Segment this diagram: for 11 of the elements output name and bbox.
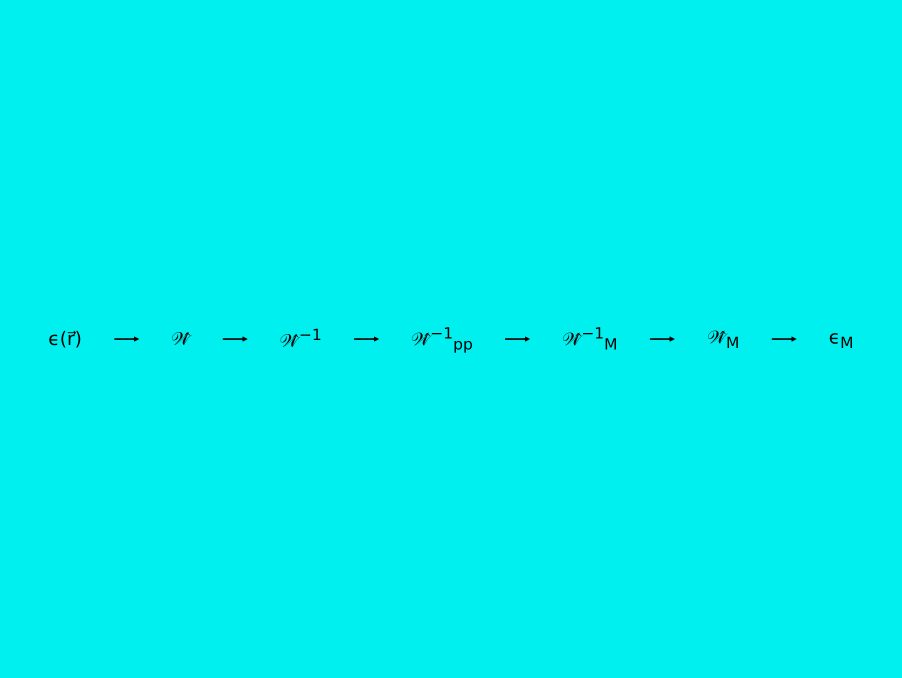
arrow bbox=[650, 336, 675, 342]
node-text: 𝒲̂$_{M}$ bbox=[706, 326, 740, 352]
node-text: ϵ(r⃗) bbox=[48, 328, 82, 350]
node-text: ϵ$_{M}$ bbox=[828, 326, 854, 352]
arrow bbox=[114, 336, 140, 342]
arrow bbox=[772, 336, 797, 342]
arrow bbox=[354, 336, 380, 342]
node-text: 𝒲̂$^{−1}$ bbox=[280, 326, 322, 352]
arrow bbox=[222, 336, 248, 342]
arrow bbox=[505, 336, 530, 342]
node-text: 𝒲̂ bbox=[171, 328, 190, 350]
